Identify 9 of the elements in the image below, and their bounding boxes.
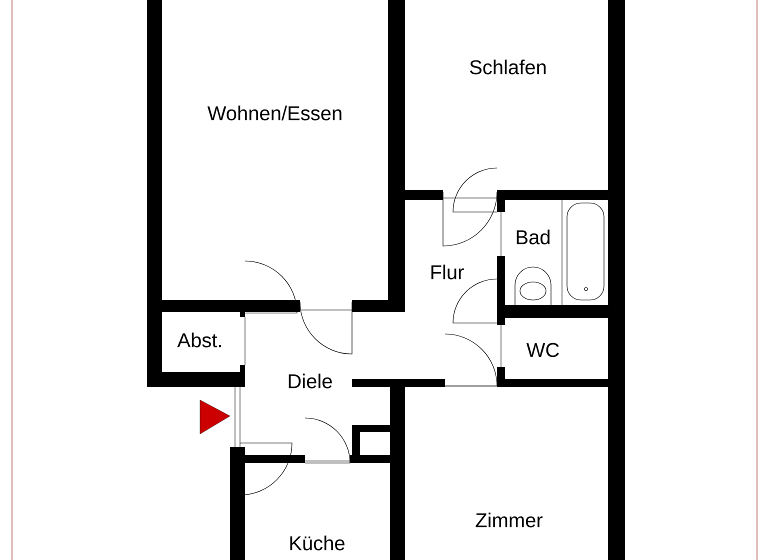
room-label: Wohnen/Essen	[207, 106, 342, 120]
room-label: Bad	[516, 230, 550, 244]
room-label: Schlafen	[470, 60, 546, 74]
room-label: Zimmer	[476, 512, 543, 528]
room-label: Abst.	[177, 332, 221, 348]
room-label: Küche	[290, 536, 344, 550]
room-label: Flur	[431, 264, 464, 280]
room-label: WC	[526, 342, 559, 358]
room-label: Diele	[288, 374, 332, 388]
